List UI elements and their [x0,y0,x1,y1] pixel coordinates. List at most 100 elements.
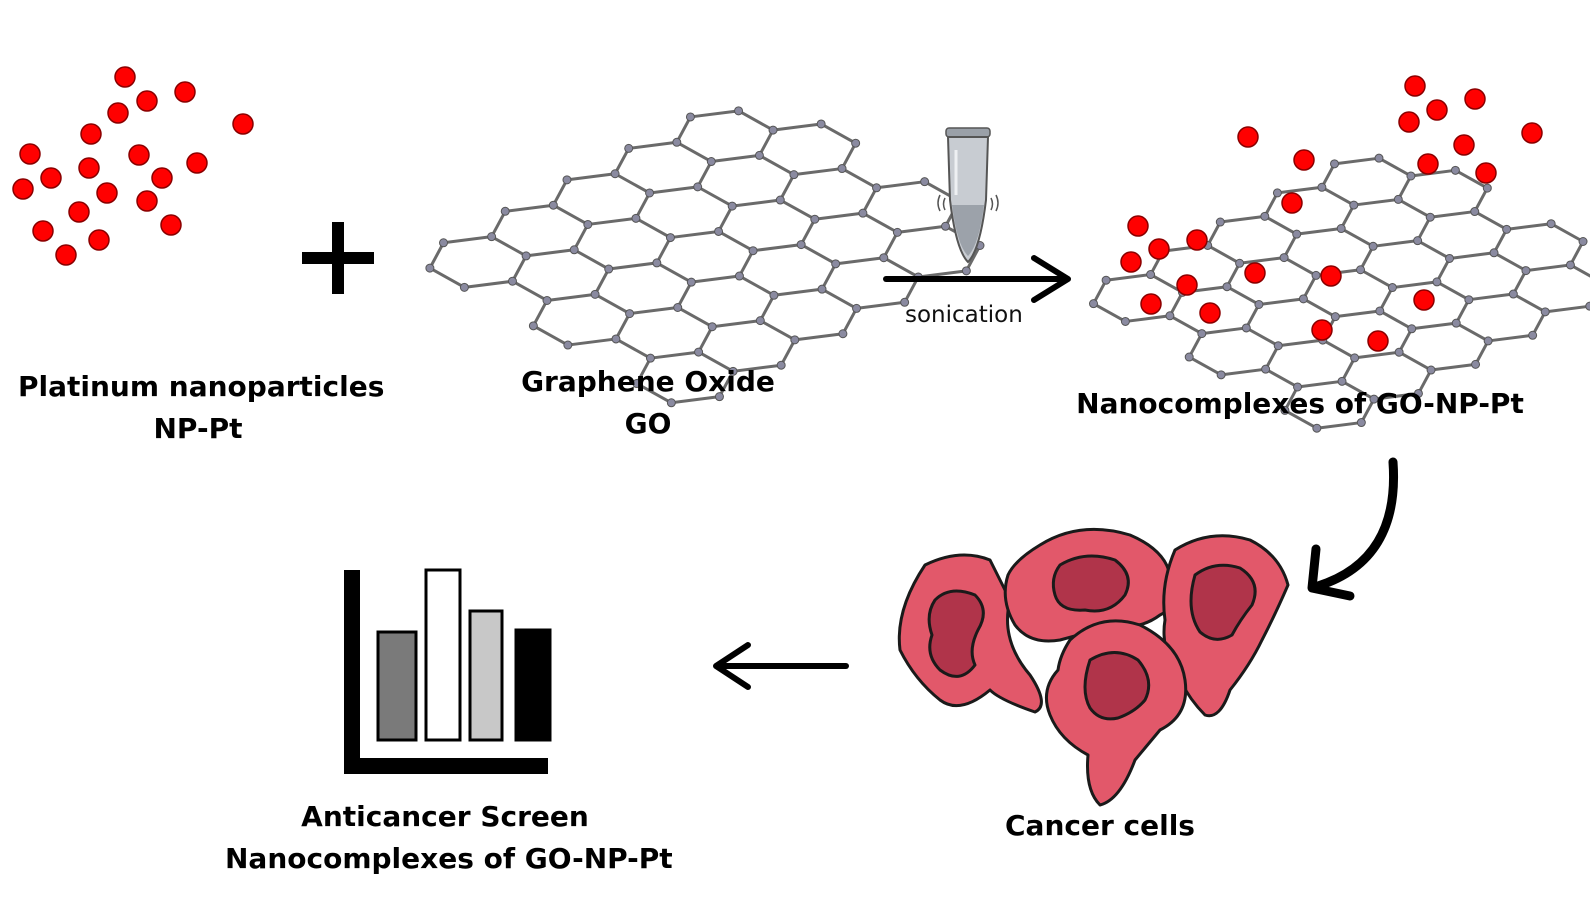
lattice-atom [1451,318,1461,328]
arrow-right-icon [883,255,1071,303]
lattice-atom [521,251,531,261]
lattice-atom [1413,388,1423,398]
lattice-atom [1565,260,1575,270]
lattice-atom [776,360,786,370]
lattice-atom [961,266,971,276]
lattice-atom [1483,336,1493,346]
platinum-label-line1: Platinum nanoparticles [18,370,385,403]
lattice-atom [1471,359,1481,369]
lattice-atom [851,138,861,148]
bar-chart-bar [424,568,462,742]
lattice-bond [490,210,507,238]
lattice-bond [443,235,492,245]
cell-nucleus [1051,554,1130,613]
screen-label: Anticancer Screen Nanocomplexes of GO-NP… [225,796,673,880]
lattice-atom [1293,382,1303,392]
lattice-bond [1398,350,1432,372]
lattice-atom [548,200,558,210]
lattice-bond [1297,379,1343,389]
lattice-atom [1235,258,1245,268]
lattice-atom [727,201,737,211]
lattice-atom [941,221,950,231]
lattice-bond [696,185,733,208]
lattice-atom [1369,394,1379,404]
lattice-atom [852,303,862,313]
lattice-atom [790,335,800,345]
lattice-bond [525,248,575,258]
lattice-bond [1092,302,1127,323]
cancer-label-text: Cancer cells [1005,809,1195,842]
lattice-bond [1284,409,1318,430]
lattice-atom [625,309,635,319]
lattice-bond [1340,227,1374,248]
lattice-atom [1407,324,1417,334]
lattice-atom [1216,370,1226,380]
lattice-bond [965,244,982,272]
lattice-atom [734,106,744,116]
lattice-atom [542,295,552,305]
lattice-atom [1261,364,1271,374]
nanoparticle [232,113,254,135]
lattice-atom [645,188,655,198]
lattice-bond [573,248,610,271]
nanoparticle [136,190,158,212]
lattice-bond [758,129,775,157]
lattice-atom [1356,418,1366,428]
lattice-atom [1406,171,1416,181]
lattice-bond [731,198,781,208]
nanoparticle [78,157,100,179]
lattice-atom [604,264,614,274]
lattice-atom [1356,265,1366,275]
lattice-atom [879,253,889,263]
cell-nucleus [927,589,985,678]
lattice-bond [1245,326,1279,348]
nanoparticle [1293,149,1315,171]
lattice-bond [1506,222,1552,231]
lattice-atom [1413,236,1423,246]
lattice-bond [671,395,720,405]
lattice-atom [1165,311,1175,321]
nanoparticle [80,123,102,145]
lattice-atom [1470,207,1480,217]
lattice-bond [883,256,919,279]
lattice-bond [546,292,596,302]
lattice-bond [821,287,858,310]
lattice-bond [820,122,857,145]
lattice-atom [632,379,642,389]
lattice-bond [572,223,590,251]
lattice-atom [768,125,778,135]
nanoparticle [174,81,196,103]
nanoparticle [55,244,77,266]
lattice-bond [635,217,672,239]
cell-nucleus [1189,563,1257,641]
lattice-atom [1578,237,1588,247]
lattice-atom [563,340,573,350]
lattice-atom [1241,323,1251,333]
lattice-bond [732,363,782,373]
lattice-bond [1226,285,1260,306]
lattice-bond [1454,169,1489,190]
lattice-atom [734,271,744,281]
lattice-atom [686,277,696,287]
lattice-atom [754,150,764,160]
nanoparticle [1464,88,1486,110]
nanoparticle [1127,215,1149,237]
nanoparticle [114,66,136,88]
lattice-bond [800,243,837,266]
lattice-atom [1311,270,1321,280]
lattice-atom [562,175,572,185]
cell-nucleus [1083,651,1151,721]
lattice-atom [1375,306,1385,316]
lattice-bond [1378,156,1412,178]
lattice-bond [1545,304,1590,314]
nanoparticle [1148,238,1170,260]
lattice-bond [793,167,843,177]
lattice-bond [1335,309,1381,319]
lattice-atom [1502,224,1512,234]
lattice-bond [594,293,631,315]
lattice-bond [1278,338,1323,348]
nanoparticle [1281,192,1303,214]
lattice-atom [796,240,806,250]
nanoparticle [19,143,41,165]
lattice-bond [779,339,797,366]
